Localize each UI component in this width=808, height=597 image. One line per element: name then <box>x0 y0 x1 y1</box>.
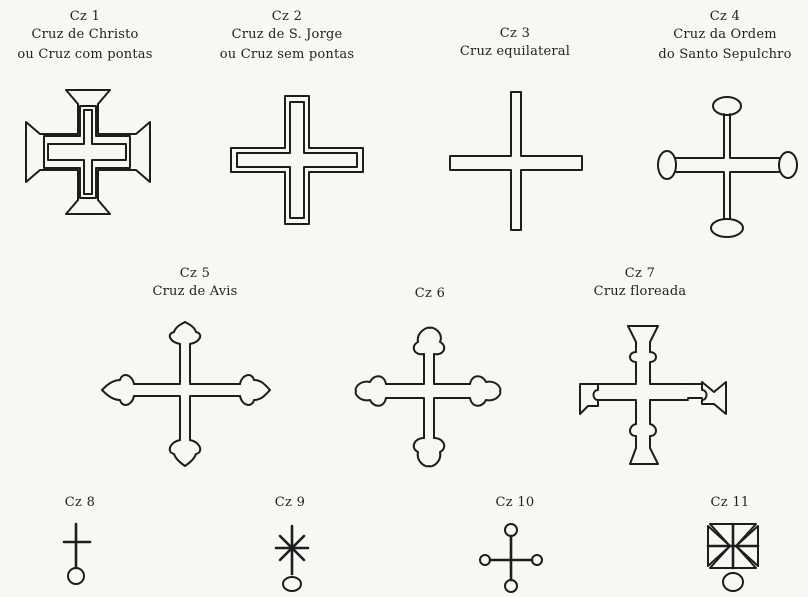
cross-floreada-icon <box>576 320 730 468</box>
cross-name: ou Cruz com pontas <box>10 45 160 65</box>
cross-code: Cz 8 <box>50 494 110 511</box>
cross-code: Cz 11 <box>695 494 765 511</box>
cross-bottony-icon <box>354 326 504 468</box>
cross-9-caption: Cz 9 <box>260 494 320 511</box>
cross-of-saint-george-icon <box>228 92 368 228</box>
cross-5-caption: Cz 5 Cruz de Avis <box>120 265 270 302</box>
cross-code: Cz 4 <box>645 8 805 25</box>
cross-name: do Santo Sepulchro <box>645 45 805 65</box>
cross-1-caption: Cz 1 Cruz de Christo ou Cruz com pontas <box>10 8 160 65</box>
cross-name: Cruz floreada <box>565 282 715 302</box>
cross-code: Cz 9 <box>260 494 320 511</box>
cross-code: Cz 10 <box>480 494 550 511</box>
cross-name: Cruz equilateral <box>440 42 590 62</box>
cross-7-caption: Cz 7 Cruz floreada <box>565 265 715 302</box>
cross-8-caption: Cz 8 <box>50 494 110 511</box>
cross-2-caption: Cz 2 Cruz de S. Jorge ou Cruz sem pontas <box>212 8 362 65</box>
cross-orb-icon <box>60 522 94 588</box>
holy-sepulchre-cross-icon <box>654 96 800 240</box>
cross-of-christ-icon <box>18 82 158 222</box>
cross-name: Cruz da Ordem <box>645 25 805 45</box>
cross-3-caption: Cz 3 Cruz equilateral <box>440 25 590 62</box>
cross-code: Cz 5 <box>120 265 270 282</box>
cross-code: Cz 1 <box>10 8 160 25</box>
star-cross-icon <box>272 524 312 594</box>
cross-4-caption: Cz 4 Cruz da Ordem do Santo Sepulchro <box>645 8 805 65</box>
cross-name: ou Cruz sem pontas <box>212 45 362 65</box>
cross-code: Cz 3 <box>440 25 590 42</box>
cross-of-avis-icon <box>100 322 272 468</box>
cross-name: Cruz de S. Jorge <box>212 25 362 45</box>
ringed-cross-icon <box>478 522 544 596</box>
cross-10-caption: Cz 10 <box>480 494 550 511</box>
cross-6-caption: Cz 6 <box>355 285 505 302</box>
cross-code: Cz 2 <box>212 8 362 25</box>
cross-code: Cz 6 <box>355 285 505 302</box>
pattee-orb-cross-icon <box>704 520 762 596</box>
cross-name: Cruz de Christo <box>10 25 160 45</box>
cross-code: Cz 7 <box>565 265 715 282</box>
cross-11-caption: Cz 11 <box>695 494 765 511</box>
equilateral-cross-icon <box>446 90 586 232</box>
cross-name: Cruz de Avis <box>120 282 270 302</box>
